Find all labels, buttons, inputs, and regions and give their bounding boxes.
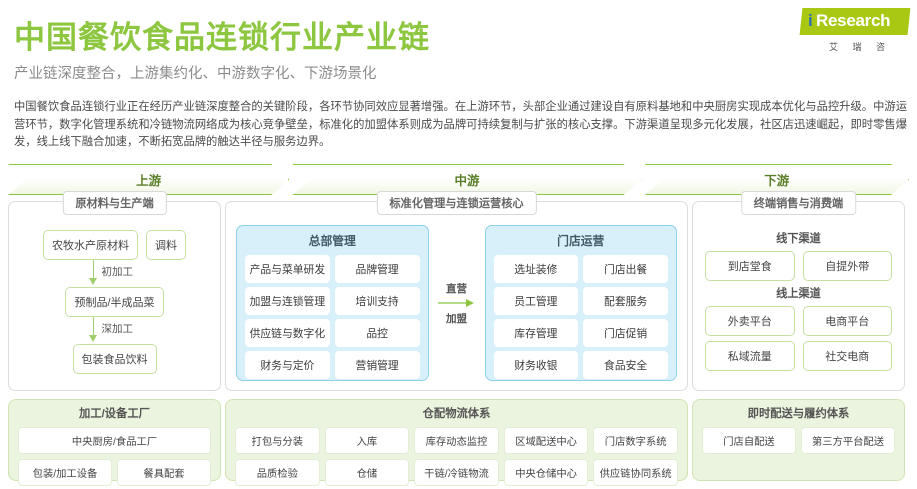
hq-management-grid: 产品与菜单研发 品牌管理 加盟与连锁管理 培训支持 供应链与数字化 品控 财务与… (245, 255, 420, 379)
factory-item-central-kitchen[interactable]: 中央厨房/食品工厂 (18, 427, 211, 454)
hq-item-brand-management[interactable]: 品牌管理 (334, 255, 420, 283)
chevron-downstream: 下游 (645, 164, 909, 195)
store-item-food-safety[interactable]: 食品安全 (583, 351, 668, 379)
logistics-grid-row2: 品质检验 仓储 干链/冷链物流 中央仓储中心 供应链协同系统 (235, 459, 678, 486)
logistics-item-inbound[interactable]: 入库 (324, 427, 410, 454)
online-item-ecommerce-platform[interactable]: 电商平台 (802, 306, 892, 336)
logistics-item-regional-dc[interactable]: 区域配送中心 (503, 427, 589, 454)
logo-wordmark: Research (816, 11, 891, 30)
logistics-grid-row1: 打包与分装 入库 库存动态监控 区域配送中心 门店数字系统 (235, 427, 678, 454)
upstream-item-prepared-dishes[interactable]: 预制品/半成品菜 (65, 287, 164, 317)
midstream-body: 总部管理 产品与菜单研发 品牌管理 加盟与连锁管理 培训支持 供应链与数字化 品… (226, 202, 687, 390)
offline-item-dine-in[interactable]: 到店堂食 (705, 251, 795, 281)
processing-equipment-title: 加工/设备工厂 (79, 408, 150, 420)
store-item-inventory-management[interactable]: 库存管理 (493, 319, 579, 347)
delivery-items-grid: 门店自配送 第三方平台配送 (702, 427, 895, 454)
upstream-item-seasoning[interactable]: 调料 (146, 230, 186, 260)
intro-paragraph: 中国餐饮食品连锁行业正在经历产业链深度整合的关键阶段，各环节协同效应显著增强。在… (14, 101, 907, 148)
offline-channel-grid: 到店堂食 自提外带 (705, 251, 892, 281)
logistics-item-central-warehouse[interactable]: 中央仓储中心 (503, 459, 589, 486)
iresearch-logo: i Research 艾 瑞 咨 (799, 8, 913, 54)
chevron-upstream: 上游 (8, 164, 289, 195)
online-channel-grid: 外卖平台 电商平台 私域流量 社交电商 (705, 306, 892, 371)
offline-item-takeaway-pickup[interactable]: 自提外带 (802, 251, 892, 281)
warehouse-logistics-title: 仓配物流体系 (422, 408, 491, 420)
downstream-body: 线下渠道 到店堂食 自提外带 线上渠道 外卖平台 电商平台 私域流量 社交电商 (693, 202, 904, 377)
panel-instant-delivery: 即时配送与履约体系 门店自配送 第三方平台配送 (692, 399, 905, 481)
upstream-item-raw-materials[interactable]: 农牧水产原材料 (43, 230, 138, 260)
logistics-item-dry-cold-chain[interactable]: 干链/冷链物流 (414, 459, 499, 486)
hq-item-quality-control[interactable]: 品控 (334, 319, 420, 347)
arrow-head-icon (465, 298, 474, 307)
arrow-line (437, 302, 467, 304)
store-item-food-serving[interactable]: 门店出餐 (583, 255, 668, 283)
online-item-delivery-platform[interactable]: 外卖平台 (705, 306, 795, 336)
online-item-social-commerce[interactable]: 社交电商 (802, 341, 892, 371)
logistics-item-quality-inspection[interactable]: 品质检验 (235, 459, 320, 486)
panel-downstream: 终端销售与消费端 线下渠道 到店堂食 自提外带 线上渠道 外卖平台 电商平台 私… (692, 191, 905, 391)
online-channel-title: 线上渠道 (776, 288, 821, 300)
panel-upstream: 原材料与生产端 农牧水产原材料 调料 初加工 预制品/半成品菜 深加工 包装食 (8, 191, 221, 391)
store-item-staff-management[interactable]: 员工管理 (493, 287, 579, 315)
hq-item-marketing-management[interactable]: 营销管理 (334, 351, 420, 379)
factory-items-grid: 包装/加工设备 餐具配套 (18, 459, 211, 486)
hq-item-franchise-management[interactable]: 加盟与连锁管理 (245, 287, 330, 315)
hq-item-training-support[interactable]: 培训支持 (334, 287, 420, 315)
arrow-label: 深加工 (101, 323, 134, 335)
main-columns: 原材料与生产端 农牧水产原材料 调料 初加工 预制品/半成品菜 深加工 包装食 (8, 191, 909, 391)
bottom-support-row: 加工/设备工厂 中央厨房/食品工厂 包装/加工设备 餐具配套 仓配物流体系 打包… (8, 399, 909, 486)
page-subtitle: 产业链深度整合，上游集约化、中游数字化、下游场景化 (14, 66, 377, 82)
store-item-site-decoration[interactable]: 选址装修 (493, 255, 579, 283)
offline-channel-title: 线下渠道 (776, 233, 821, 245)
arrow-head-icon (89, 278, 97, 285)
panel-tab-upstream: 原材料与生产端 (62, 191, 167, 215)
store-item-support-services[interactable]: 配套服务 (583, 287, 668, 315)
hq-item-finance-pricing[interactable]: 财务与定价 (245, 351, 330, 379)
store-item-finance-cashier[interactable]: 财务收银 (493, 351, 579, 379)
delivery-item-third-party-delivery[interactable]: 第三方平台配送 (801, 427, 895, 454)
panel-tab-midstream: 标准化管理与连锁运营核心 (376, 191, 537, 215)
midstream-connector: 直营 加盟 (435, 281, 479, 326)
instant-delivery-title: 即时配送与履约体系 (747, 408, 850, 420)
store-operations-title: 门店运营 (557, 234, 605, 248)
logistics-item-supply-chain-collab[interactable]: 供应链协同系统 (593, 459, 678, 486)
connector-label-direct: 直营 (446, 282, 467, 295)
store-operations-box: 门店运营 选址装修 门店出餐 员工管理 配套服务 库存管理 门店促销 财务收银 … (484, 225, 677, 381)
store-operations-grid: 选址装修 门店出餐 员工管理 配套服务 库存管理 门店促销 财务收银 食品安全 (493, 255, 668, 379)
panel-tab-downstream: 终端销售与消费端 (740, 191, 857, 215)
arrow-label: 初加工 (101, 266, 134, 278)
connector-arrow-icon (437, 298, 476, 308)
logistics-item-store-digital-system[interactable]: 门店数字系统 (593, 427, 678, 454)
upstream-arrow-primary-processing: 初加工 (60, 260, 170, 287)
logo-chinese-name: 艾 瑞 咨 (828, 42, 891, 52)
upstream-arrow-deep-processing: 深加工 (60, 317, 170, 344)
logistics-item-packing-sorting[interactable]: 打包与分装 (235, 427, 320, 454)
upstream-flow: 农牧水产原材料 调料 初加工 预制品/半成品菜 深加工 包装食品饮料 (9, 202, 220, 382)
arrow-line (92, 317, 94, 338)
factory-item-packaging-equipment[interactable]: 包装/加工设备 (18, 459, 112, 486)
stage-chevron-band: 上游 中游 下游 (8, 164, 909, 195)
arrow-head-icon (89, 335, 97, 342)
hq-management-box: 总部管理 产品与菜单研发 品牌管理 加盟与连锁管理 培训支持 供应链与数字化 品… (236, 225, 429, 381)
hq-management-title: 总部管理 (308, 234, 356, 248)
upstream-raw-row: 农牧水产原材料 调料 (43, 230, 186, 260)
upstream-item-packaged-food[interactable]: 包装食品饮料 (72, 344, 157, 374)
panel-warehouse-logistics: 仓配物流体系 打包与分装 入库 库存动态监控 区域配送中心 门店数字系统 品质检… (225, 399, 688, 486)
arrow-line (92, 260, 94, 281)
logistics-item-warehousing[interactable]: 仓储 (324, 459, 410, 486)
hq-item-product-menu-rnd[interactable]: 产品与菜单研发 (245, 255, 330, 283)
logo-banner-shape: i Research (799, 8, 911, 35)
factory-item-tableware[interactable]: 餐具配套 (117, 459, 211, 486)
page-title: 中国餐饮食品连锁行业产业链 (14, 20, 430, 55)
delivery-item-store-self-delivery[interactable]: 门店自配送 (702, 427, 796, 454)
hq-item-supply-chain-digital[interactable]: 供应链与数字化 (245, 319, 330, 347)
store-item-store-promotion[interactable]: 门店促销 (583, 319, 668, 347)
panel-midstream: 标准化管理与连锁运营核心 总部管理 产品与菜单研发 品牌管理 加盟与连锁管理 培… (225, 191, 688, 391)
online-item-private-traffic[interactable]: 私域流量 (705, 341, 795, 371)
panel-processing-equipment: 加工/设备工厂 中央厨房/食品工厂 包装/加工设备 餐具配套 (8, 399, 221, 486)
connector-label-franchise: 加盟 (446, 312, 467, 325)
logo-i-letter: i (808, 11, 813, 30)
logistics-item-inventory-monitoring[interactable]: 库存动态监控 (414, 427, 499, 454)
